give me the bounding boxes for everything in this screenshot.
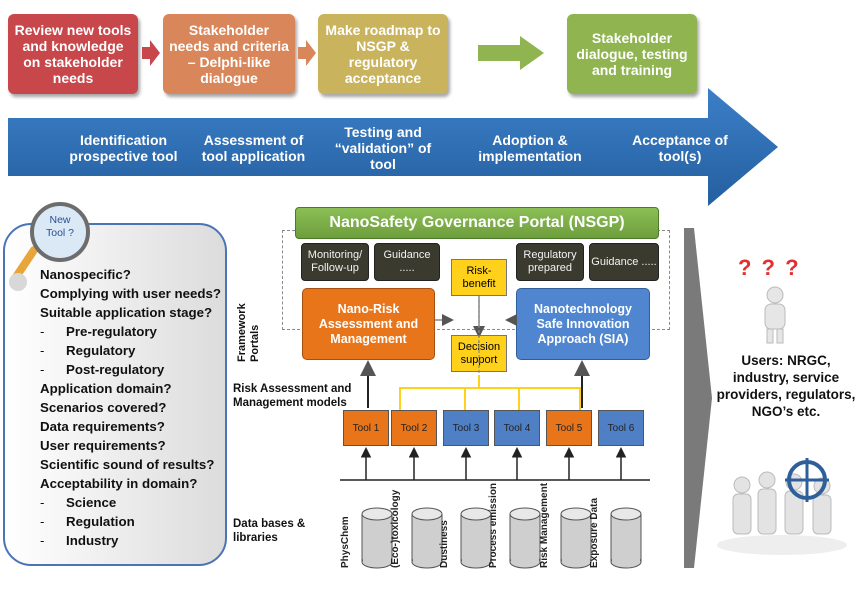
- tool-box: Tool 1: [343, 410, 389, 446]
- dash-bullet: -: [40, 362, 45, 377]
- dash-bullet: -: [40, 514, 45, 529]
- step-assessment: Assessment of tool application: [201, 132, 306, 164]
- question-list: Nanospecific? Complying with user needs? S…: [40, 265, 221, 550]
- question-text: Suitable application stage?: [40, 305, 213, 320]
- question-text: Regulatory: [66, 343, 136, 358]
- stage-delphi-dialogue: Stakeholder needs and criteria – Delphi-…: [163, 14, 295, 94]
- question-sub-item: - Pre-regulatory: [40, 322, 221, 341]
- question-text: Post-regulatory: [66, 362, 165, 377]
- new-tool-label: New Tool ?: [45, 214, 75, 239]
- vertical-arrow: [684, 228, 712, 568]
- database-cylinder-icon: [460, 507, 492, 569]
- portal-connectors: [360, 296, 590, 410]
- database-cylinder-icon: [610, 507, 642, 569]
- question-text: Application domain?: [40, 381, 172, 396]
- database-label: Process emission: [488, 482, 499, 568]
- tool-connectors: [340, 447, 650, 481]
- team-wheel-icon: [712, 440, 852, 565]
- stage-arrow-1: [142, 40, 160, 66]
- stage-review-tools: Review new tools and knowledge on stakeh…: [8, 14, 138, 94]
- question-item: Complying with user needs?: [40, 284, 221, 303]
- stage-arrow-3: [478, 36, 544, 70]
- database-cylinder-icon: [411, 507, 443, 569]
- dash-bullet: -: [40, 343, 45, 358]
- stage-arrow-2: [298, 40, 316, 66]
- dash-bullet: -: [40, 495, 45, 510]
- stage-roadmap: Make roadmap to NSGP & regulatory accept…: [318, 14, 448, 94]
- module-guidance-2: Guidance .....: [589, 243, 659, 281]
- stage-testing-training: Stakeholder dialogue, testing and traini…: [567, 14, 697, 94]
- question-item: User requirements?: [40, 436, 221, 455]
- database-label: (Eco-)toxicology: [390, 489, 401, 568]
- question-sub-item: - Regulatory: [40, 341, 221, 360]
- question-item: Scientific sound of results?: [40, 455, 221, 474]
- database-label: Risk Management: [539, 482, 550, 568]
- question-item: Application domain?: [40, 379, 221, 398]
- question-text: Complying with user needs?: [40, 286, 222, 301]
- question-text: Nanospecific?: [40, 267, 131, 282]
- users-text: Users: NRGC, industry, service providers…: [716, 353, 856, 419]
- thinking-person-icon: [750, 285, 800, 350]
- tool-box: Tool 5: [546, 410, 592, 446]
- module-guidance-1: Guidance .....: [374, 243, 440, 281]
- tool-box: Tool 4: [494, 410, 540, 446]
- nano-risk-box: Nano-Risk Assessment and Management: [302, 288, 435, 360]
- module-regulatory: Regulatory prepared: [516, 243, 584, 281]
- tool-box: Tool 2: [391, 410, 437, 446]
- database-label: PhysChem: [340, 516, 351, 568]
- risk-benefit-box: Risk-benefit: [451, 259, 507, 296]
- question-sub-item: - Post-regulatory: [40, 360, 221, 379]
- question-text: Regulation: [66, 514, 135, 529]
- question-item: Acceptability in domain?: [40, 474, 221, 493]
- magnifier-icon: New Tool ?: [6, 200, 96, 295]
- module-monitoring: Monitoring/ Follow-up: [301, 243, 369, 281]
- question-sub-item: - Regulation: [40, 512, 221, 531]
- question-item: Data requirements?: [40, 417, 221, 436]
- question-text: Scientific sound of results?: [40, 457, 215, 472]
- question-text: Pre-regulatory: [66, 324, 157, 339]
- models-label: Risk Assessment and Management models: [233, 383, 352, 409]
- sia-box: Nanotechnology Safe Innovation Approach …: [516, 288, 650, 360]
- question-text: Scenarios covered?: [40, 400, 167, 415]
- question-text: User requirements?: [40, 438, 166, 453]
- question-text: Data requirements?: [40, 419, 165, 434]
- database-label: Dustiness: [439, 520, 450, 568]
- question-sub-item: - Science: [40, 493, 221, 512]
- question-text: Acceptability in domain?: [40, 476, 198, 491]
- database-label: Exposure Data: [589, 497, 600, 568]
- database-cylinder-icon: [361, 507, 393, 569]
- step-testing: Testing and “validation” of tool: [334, 124, 432, 172]
- tool-box: Tool 6: [598, 410, 644, 446]
- question-panel: [3, 223, 227, 566]
- database-cylinder-icon: [560, 507, 592, 569]
- step-acceptance: Acceptance of tool(s): [632, 132, 728, 164]
- question-marks: ? ? ?: [738, 255, 801, 280]
- question-item: Scenarios covered?: [40, 398, 221, 417]
- question-sub-item: - Industry: [40, 531, 221, 550]
- tool-box: Tool 3: [443, 410, 489, 446]
- dash-bullet: -: [40, 324, 45, 339]
- step-identification: Identification prospective tool: [69, 132, 178, 164]
- question-item: Suitable application stage?: [40, 303, 221, 322]
- databases-label: Data bases & libraries: [233, 518, 306, 544]
- database-cylinder-icon: [509, 507, 541, 569]
- question-text: Science: [66, 495, 117, 510]
- dash-bullet: -: [40, 533, 45, 548]
- portal-title: NanoSafety Governance Portal (NSGP): [295, 207, 659, 239]
- step-adoption: Adoption & implementation: [478, 132, 582, 164]
- process-arrow: [8, 88, 778, 206]
- framework-label: Framework Portals: [236, 303, 261, 362]
- question-item: Nanospecific?: [40, 265, 221, 284]
- question-text: Industry: [66, 533, 119, 548]
